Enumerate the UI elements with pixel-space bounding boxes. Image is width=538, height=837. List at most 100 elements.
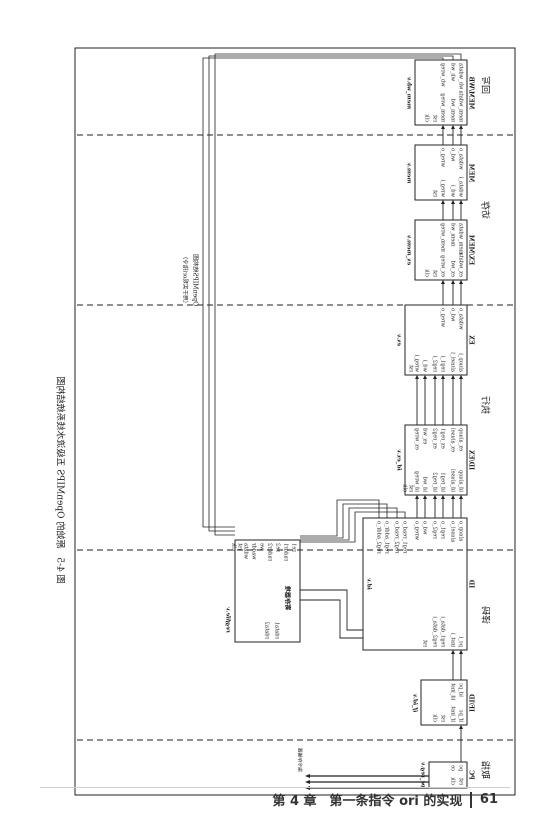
port-label: id_pc	[458, 683, 464, 697]
port-label: clk	[424, 113, 430, 122]
rdata1-wire	[300, 599, 363, 639]
port-label: aluop_i	[458, 353, 464, 372]
footer-rule	[40, 787, 510, 788]
port-label: mem_wdata	[458, 90, 464, 122]
port-label: aluop_o	[458, 521, 464, 541]
writeback-wire	[214, 53, 462, 536]
wire-arrow	[415, 495, 419, 499]
wire-arrow	[459, 200, 463, 204]
port-label: wreg_i	[440, 179, 446, 197]
port-label: reg2_data_i	[432, 616, 438, 647]
figure-caption: 图 4-5 原始的 OpenMIPS 五级流水线系统结构图	[55, 376, 67, 583]
wire-arrow	[441, 495, 445, 499]
port-label: wd_i	[450, 185, 456, 197]
port-label: mem_wreg	[440, 93, 446, 122]
if_id-module	[420, 679, 468, 726]
port-label: re1	[291, 543, 297, 552]
wire-arrow	[415, 375, 419, 379]
wire-arrow	[433, 495, 437, 499]
port-label: ex_wdata	[458, 252, 464, 277]
port-label: ex_wreg	[440, 254, 446, 277]
port-label: wd_i	[422, 360, 428, 372]
wire-arrow	[433, 375, 437, 379]
port-label: rst	[458, 777, 464, 785]
port-label: clk	[402, 483, 408, 492]
port-label: rdata1	[274, 622, 280, 639]
port-label: wd_o	[450, 148, 456, 161]
page-footer: 第 4 章 第一条指令 ori 的实现 61	[272, 790, 498, 809]
wire-arrow	[423, 495, 427, 499]
port-label: if_pc	[458, 710, 464, 722]
port-label: reg1_i	[440, 355, 446, 372]
port-label: re2	[275, 543, 281, 552]
id-name: ID	[468, 579, 475, 588]
rdata2-wire	[300, 589, 363, 631]
port-label: wreg_o	[440, 148, 446, 167]
figure-frame	[74, 47, 516, 796]
port-label: wdata_i	[458, 176, 464, 197]
writeback-wire	[208, 55, 454, 532]
port-label: pc	[458, 765, 464, 771]
page-number: 61	[479, 792, 498, 807]
writeback-wire	[202, 57, 444, 528]
stage-label: 回写	[480, 76, 491, 94]
port-label: alusel_o	[450, 521, 456, 542]
mem_wb-name: MEM/WB	[468, 77, 475, 110]
arrow-head	[305, 780, 310, 784]
port-label: ex_reg2	[432, 428, 438, 449]
port-label: rst	[432, 189, 438, 197]
port-label: reg1_o	[440, 521, 446, 539]
id-to-regfile-wire	[300, 507, 398, 541]
port-label: clk	[450, 776, 456, 785]
id_ex-module	[404, 424, 468, 496]
wire-arrow	[441, 200, 445, 204]
mem_wb-module	[414, 59, 468, 126]
port-label: rst	[408, 364, 414, 372]
figure-title: OpenMIPS结构图	[192, 254, 200, 306]
ex_mem-name: EX/MEM	[468, 235, 475, 265]
ex-file: ex.v	[396, 333, 402, 346]
port-label: id_wd	[422, 476, 428, 492]
port-label: ex_wd	[422, 427, 428, 444]
wire-arrow	[441, 375, 445, 379]
port-label: wreg_o	[414, 521, 420, 540]
port-label: if_inst	[450, 705, 456, 722]
stage-label: 译码	[480, 606, 491, 624]
instr-mem-label: 指令存储器	[297, 748, 304, 772]
port-label: reg2_addr_o	[376, 521, 382, 554]
wire-arrow	[441, 125, 445, 129]
port-label: mem_wd	[450, 98, 456, 122]
regfile-file: regfile.v	[225, 607, 231, 633]
port-label: rst	[237, 542, 243, 550]
wire-arrow	[451, 495, 455, 499]
id-to-regfile-wire	[300, 499, 380, 537]
mem-file: mem.v	[406, 162, 412, 183]
port-label: mem_wd	[450, 222, 456, 246]
port-label: we	[259, 543, 265, 551]
if_id-file: if_id.v	[412, 693, 418, 712]
if_id-name: IF/ID	[468, 693, 475, 711]
id-module	[362, 517, 468, 651]
port-label: mem_wreg	[440, 222, 446, 251]
port-label: wdata_o	[458, 148, 464, 170]
port-label: reg1_read_o	[402, 521, 408, 553]
port-label: pc_i	[458, 636, 464, 647]
port-label: wd_o	[450, 308, 456, 321]
port-label: reg1_addr_o	[384, 521, 390, 554]
footer-separator	[470, 791, 472, 808]
id_ex-file: id_ex.v	[396, 449, 402, 471]
stage-label: 执行	[480, 396, 492, 414]
port-label: ex_reg1	[440, 428, 446, 449]
port-label: rdata2	[264, 622, 270, 639]
mem-name: MEM	[468, 164, 475, 183]
port-label: wb_wdata	[458, 63, 464, 89]
wire-arrow	[459, 495, 463, 499]
ex-module	[404, 304, 468, 376]
port-label: wd_o	[422, 521, 428, 534]
id-to-regfile-wire	[300, 503, 388, 539]
wire-arrow	[459, 125, 463, 129]
port-label: id_reg1	[440, 472, 446, 492]
port-label: rst	[432, 269, 438, 277]
